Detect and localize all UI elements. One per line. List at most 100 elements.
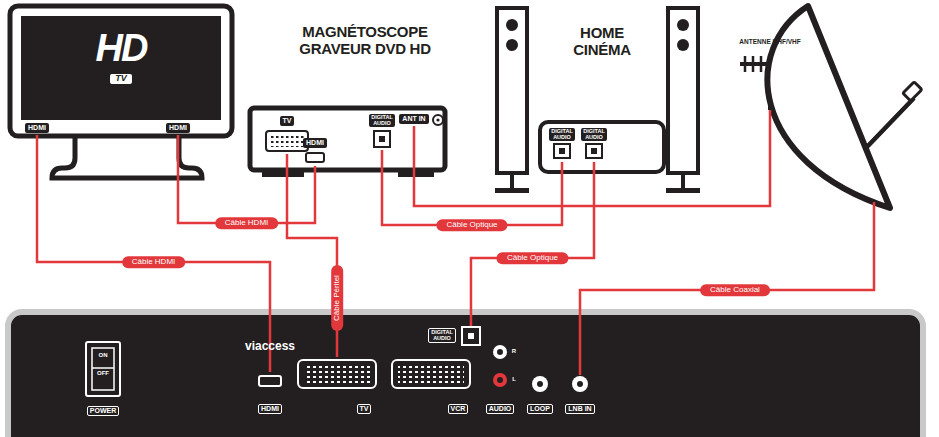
receiver-drawing (468, 333, 474, 339)
loop-port: LOOP (526, 372, 554, 416)
satellite-dish (862, 98, 914, 152)
port-label: TV (280, 116, 295, 126)
speaker-drawing (506, 19, 518, 31)
recorder-drawing (250, 108, 445, 177)
device-title: HOME CINÉMA (557, 25, 647, 58)
port-label: ON (99, 352, 108, 359)
home-cinema-drawing (591, 148, 597, 154)
receiver-drawing (92, 367, 114, 369)
coaxial-cable (580, 202, 874, 375)
recorder-drawing (306, 153, 324, 162)
optical-port: DIGITAL AUDIO (367, 114, 397, 150)
port-label: DIGITAL AUDIO (428, 328, 456, 343)
satellite-dish (903, 82, 922, 101)
port-label: L (512, 376, 516, 383)
satellite-dish (767, 6, 890, 208)
home-cinema-drawing (554, 144, 570, 158)
scart-port: TV (296, 357, 378, 417)
optical-port: DIGITAL AUDIO (580, 128, 608, 162)
receiver-drawing (8, 312, 923, 437)
cable-label: Câble Péritel (331, 265, 343, 331)
receiver-drawing (398, 365, 464, 383)
port-label: HDMI (25, 123, 49, 133)
port-label: HDMI (166, 123, 190, 133)
recorder-drawing (270, 135, 304, 147)
hdmi-port: HDMI (22, 123, 52, 135)
lnb-port: LNB IN (562, 372, 598, 416)
receiver-drawing (493, 345, 507, 359)
port-label: HD (96, 28, 147, 70)
satellite-dish (767, 6, 921, 208)
port-label: OFF (97, 370, 109, 377)
optical-port: DIGITAL AUDIO (548, 128, 576, 162)
cable-label: Câble HDMI (122, 256, 186, 268)
port-label: VCR (448, 404, 469, 414)
receiver-drawing (86, 342, 120, 396)
home-cinema-drawing (586, 144, 602, 158)
device-title: MAGNÉTOSCOPE GRAVEUR DVD HD (280, 24, 450, 57)
cable (414, 110, 770, 206)
home-cinema-drawing (540, 122, 664, 172)
receiver-drawing (532, 376, 548, 392)
port-label: R (512, 348, 516, 355)
satellite-dish (868, 98, 914, 146)
port-label: LOOP (527, 404, 553, 414)
cable-label: Câble HDMI (215, 217, 279, 229)
receiver-drawing (462, 327, 480, 345)
cable (471, 162, 594, 326)
recorder-drawing (374, 131, 390, 147)
cable-label: Câble Optique (497, 252, 568, 264)
receiver-drawing (298, 360, 376, 388)
port-label: LNB IN (565, 404, 594, 414)
port-label: DIGITAL AUDIO (549, 128, 575, 141)
tv-set: HDMI HDMI HD TV (8, 6, 234, 138)
tv-drawing (10, 6, 232, 136)
tv-drawing (10, 6, 232, 178)
receiver-drawing (8, 312, 923, 437)
speaker-drawing (666, 188, 700, 193)
port-label: TV (357, 404, 372, 414)
speaker-drawing (495, 188, 529, 193)
speaker-drawing (510, 173, 514, 190)
port-label: ANTENNE UHF/VHF (739, 38, 800, 45)
speaker-drawing (677, 19, 689, 31)
port-label: DIGITAL AUDIO (369, 114, 395, 127)
recorder-drawing (436, 118, 439, 121)
port-label: HDMI (258, 404, 282, 414)
port-label: DIGITAL AUDIO (581, 128, 607, 141)
recorder-drawing (379, 136, 385, 142)
antenna-port: ANT IN (398, 114, 430, 126)
speaker-drawing (677, 39, 689, 51)
port-label: AUDIO (486, 404, 515, 414)
port-label: HDMI (303, 138, 327, 148)
tv-drawing (52, 136, 202, 178)
port-label: POWER (87, 406, 119, 416)
scart-port: VCR (390, 357, 472, 417)
cable (382, 150, 562, 225)
speaker-drawing (681, 173, 685, 190)
receiver-drawing (493, 373, 507, 387)
speaker-drawing (495, 8, 700, 193)
recorder-drawing (250, 108, 445, 170)
uhf-antenna: ANTENNE UHF/VHF (715, 38, 825, 110)
port-label: TV (110, 74, 132, 84)
speaker-drawing (497, 8, 527, 173)
coaxial-cable (580, 202, 874, 375)
receiver-drawing (497, 349, 503, 355)
receiver-drawing (572, 376, 588, 392)
hdmi-port: HDMI (302, 138, 328, 166)
receiver-drawing (497, 377, 503, 383)
power-switch: ON OFF POWER (82, 340, 124, 420)
speaker-drawing (668, 8, 698, 173)
optical-port: DIGITAL AUDIO (428, 326, 482, 346)
satellite-receiver: ON OFF POWER HDMI TV VCR DIGITAL AUDIO R L AUDIO L… (8, 312, 923, 437)
cable-label: Câble Optique (436, 219, 507, 231)
receiver-drawing (392, 360, 470, 388)
port-label: ANT IN (399, 114, 428, 124)
cable-label: Câble Coaxial (700, 284, 770, 296)
dvd-recorder: TVHDMIDIGITAL AUDIOANT INMAGNÉTOSCOPE GR… (250, 108, 445, 170)
tv-drawing (21, 16, 221, 120)
receiver-drawing (304, 365, 370, 383)
home-cinema: DIGITAL AUDIODIGITAL AUDIOHOME CINÉMA (540, 122, 664, 172)
